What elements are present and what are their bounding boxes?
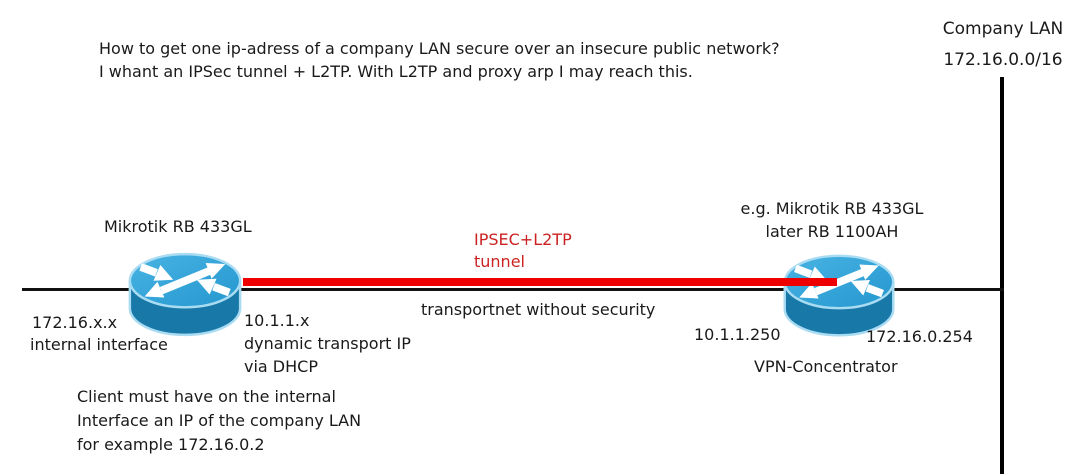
- ipsec-tunnel-line: [243, 278, 837, 286]
- transport-net-caption: transportnet without security: [421, 300, 656, 319]
- client-wan-caption-line2: via DHCP: [244, 357, 318, 376]
- client-note-line1: Client must have on the internal: [77, 387, 336, 406]
- client-wan-interface-label: 10.1.1.x dynamic transport IP via DHCP: [244, 309, 411, 378]
- question-text: How to get one ip-adress of a company LA…: [99, 37, 780, 83]
- vpn-router-model-line2: later RB 1100AH: [765, 222, 899, 241]
- client-lan-ip: 172.16.x.x: [32, 313, 118, 332]
- company-lan-name: Company LAN: [942, 19, 1064, 39]
- router-arrows-icon: [139, 263, 231, 298]
- transport-network-wire: [22, 288, 1004, 291]
- vpn-lan-ip: 172.16.0.254: [866, 327, 973, 346]
- vpn-router-model-line1: e.g. Mikrotik RB 433GL: [740, 199, 924, 218]
- company-lan-segment-line: [1000, 77, 1004, 474]
- client-note-line2: Interface an IP of the company LAN: [77, 411, 362, 430]
- client-wan-ip: 10.1.1.x: [244, 311, 310, 330]
- client-note: Client must have on the internal Interfa…: [77, 385, 361, 457]
- company-lan-label: Company LAN 172.16.0.0/16: [893, 14, 1083, 76]
- router-icon-client: [128, 252, 242, 337]
- vpn-role-label: VPN-Concentrator: [754, 357, 898, 376]
- router-arrows-icon: [794, 264, 884, 299]
- company-lan-subnet: 172.16.0.0/16: [943, 50, 1063, 70]
- tunnel-label: IPSEC+L2TP tunnel: [474, 229, 572, 273]
- client-note-line3: for example 172.16.0.2: [77, 435, 265, 454]
- question-line2: I whant an IPSec tunnel + L2TP. With L2T…: [99, 62, 693, 81]
- tunnel-label-line2: tunnel: [474, 252, 525, 271]
- tunnel-label-line1: IPSEC+L2TP: [474, 230, 572, 249]
- client-lan-interface-label: 172.16.x.x internal interface: [30, 312, 168, 356]
- client-lan-caption: internal interface: [30, 335, 168, 354]
- vpn-wan-ip: 10.1.1.250: [694, 325, 781, 344]
- vpn-router-model: e.g. Mikrotik RB 433GL later RB 1100AH: [692, 197, 972, 243]
- router-icon-vpn: [783, 254, 895, 337]
- question-line1: How to get one ip-adress of a company LA…: [99, 39, 780, 58]
- client-router-model: Mikrotik RB 433GL: [104, 217, 252, 236]
- client-wan-caption-line1: dynamic transport IP: [244, 334, 411, 353]
